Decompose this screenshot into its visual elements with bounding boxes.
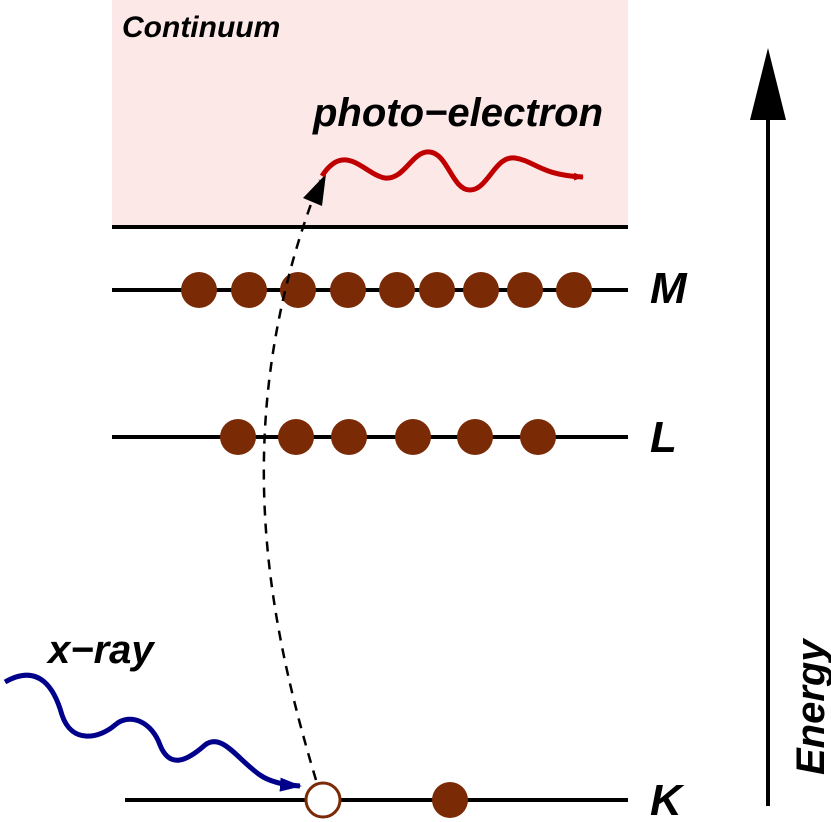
electrons-m bbox=[181, 272, 592, 308]
electrons-l bbox=[220, 419, 556, 455]
electron bbox=[181, 272, 217, 308]
electron bbox=[280, 272, 316, 308]
electron bbox=[457, 419, 493, 455]
excitation-arrowhead bbox=[303, 174, 326, 206]
level-label-m: M bbox=[650, 264, 688, 313]
electron bbox=[463, 272, 499, 308]
energy-label: Energy bbox=[789, 638, 831, 775]
xray-label: x−ray bbox=[46, 628, 155, 672]
continuum-region bbox=[112, 0, 628, 227]
electron bbox=[220, 419, 256, 455]
electron bbox=[395, 419, 431, 455]
electron bbox=[278, 419, 314, 455]
electron bbox=[432, 782, 468, 818]
level-label-l: L bbox=[650, 413, 677, 462]
electron bbox=[507, 272, 543, 308]
electron bbox=[419, 272, 455, 308]
electron bbox=[231, 272, 267, 308]
electron bbox=[379, 272, 415, 308]
energy-axis-arrowhead bbox=[750, 48, 786, 120]
vacancy-hole bbox=[304, 781, 342, 819]
level-label-k: K bbox=[650, 776, 685, 822]
photoelectron-wave bbox=[319, 149, 584, 193]
electron bbox=[330, 272, 366, 308]
excitation-path bbox=[262, 179, 322, 781]
photoelectron-label: photo−electron bbox=[312, 91, 603, 135]
electron bbox=[520, 419, 556, 455]
electron bbox=[556, 272, 592, 308]
electron bbox=[331, 419, 367, 455]
continuum-label: Continuum bbox=[122, 11, 280, 44]
xray-wave bbox=[3, 672, 302, 792]
